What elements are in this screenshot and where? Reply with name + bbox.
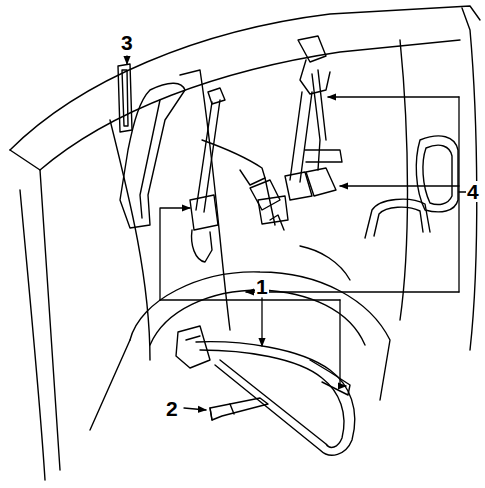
callout-number: 2 [165,398,179,419]
belt-webbing [176,326,355,455]
vehicle-body [10,6,480,480]
belt-assembly [190,88,288,262]
callout-number: 4 [466,181,480,202]
belt-strap [210,398,268,420]
belt-assembly [250,36,342,210]
callout-number: 1 [255,276,269,297]
leader-lines [127,56,466,410]
callout-number: 3 [120,32,134,53]
pillar-trim [118,64,185,228]
